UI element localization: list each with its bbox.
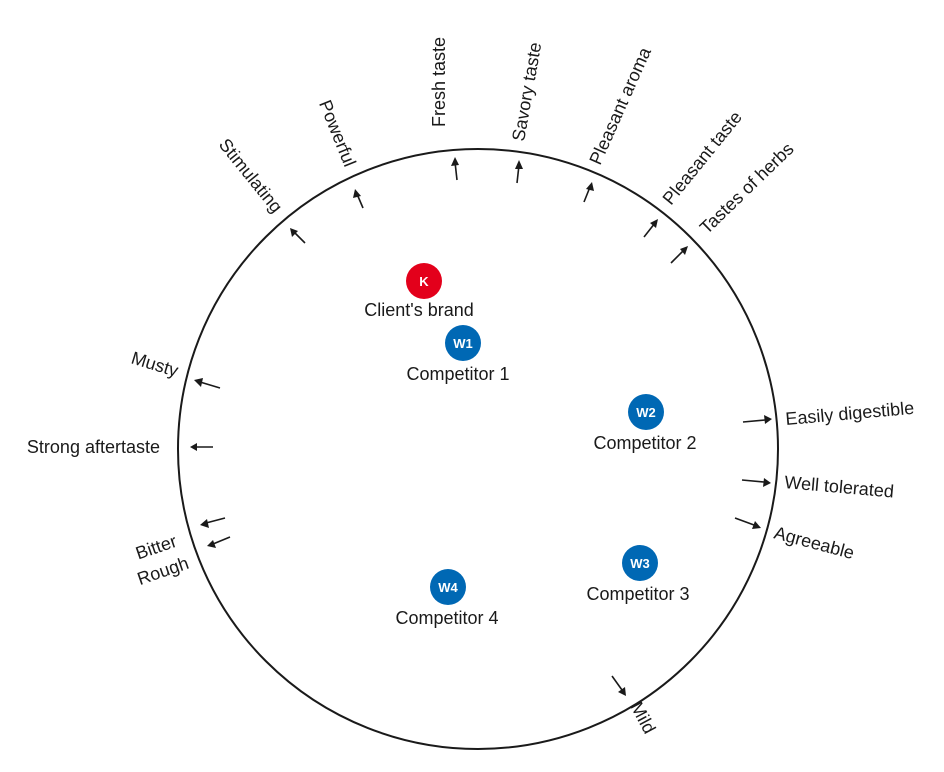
label-musty: Musty <box>129 348 181 381</box>
brand-client-code: K <box>419 274 429 289</box>
arrow-strong-aftertaste <box>190 443 213 451</box>
arrow-agreeable <box>734 517 761 529</box>
brand-w2-label: Competitor 2 <box>593 433 696 453</box>
arrow-savory-taste <box>515 160 523 184</box>
brand-w3: W3 Competitor 3 <box>586 545 690 604</box>
label-strong-aftertaste: Strong aftertaste <box>27 437 160 457</box>
arrow-stimulating <box>290 228 306 244</box>
brand-client-marker <box>406 263 442 299</box>
arrow-mild <box>611 675 626 696</box>
brand-w2: W2 Competitor 2 <box>593 394 697 453</box>
arrow-bitter <box>200 517 226 528</box>
brand-markers: K Client's brand W1 Competitor 1 W2 Comp… <box>364 263 697 628</box>
brand-w4-marker <box>430 569 466 605</box>
brand-w3-label: Competitor 3 <box>586 584 689 604</box>
label-agreeable: Agreeable <box>772 523 856 564</box>
label-well-tolerated: Well tolerated <box>784 472 895 501</box>
label-pleasant-aroma: Pleasant aroma <box>585 43 655 167</box>
brand-w1-code: W1 <box>453 336 473 351</box>
arrow-pleasant-taste <box>643 219 658 238</box>
label-mild: Mild <box>626 698 659 737</box>
label-stimulating: Stimulating <box>215 135 287 217</box>
brand-w1-label: Competitor 1 <box>406 364 509 384</box>
brand-w4-label: Competitor 4 <box>395 608 498 628</box>
arrow-pleasant-aroma <box>583 182 594 203</box>
arrow-easily-digestible <box>742 415 772 424</box>
label-fresh-taste: Fresh taste <box>429 37 449 127</box>
brand-w4-code: W4 <box>438 580 458 595</box>
brand-client-label: Client's brand <box>364 300 474 320</box>
label-powerful: Powerful <box>315 97 360 169</box>
arrow-well-tolerated <box>741 478 771 487</box>
label-easily-digestible: Easily digestible <box>785 398 915 429</box>
brand-w1: W1 Competitor 1 <box>406 325 510 384</box>
map-circle <box>177 148 779 750</box>
arrow-musty <box>194 378 221 389</box>
brand-w4: W4 Competitor 4 <box>395 569 499 628</box>
attribute-labels: Fresh taste Savory taste Pleasant aroma … <box>27 37 915 737</box>
arrow-fresh-taste <box>451 157 459 181</box>
attribute-arrows <box>190 157 772 696</box>
brand-w2-code: W2 <box>636 405 656 420</box>
brand-w1-marker <box>445 325 481 361</box>
arrow-rough <box>207 536 231 548</box>
brand-w3-marker <box>622 545 658 581</box>
brand-client: K Client's brand <box>364 263 474 320</box>
arrow-tastes-of-herbs <box>670 246 688 264</box>
brand-w3-code: W3 <box>630 556 650 571</box>
arrow-powerful <box>353 189 364 209</box>
label-savory-taste: Savory taste <box>508 41 545 143</box>
brand-w2-marker <box>628 394 664 430</box>
